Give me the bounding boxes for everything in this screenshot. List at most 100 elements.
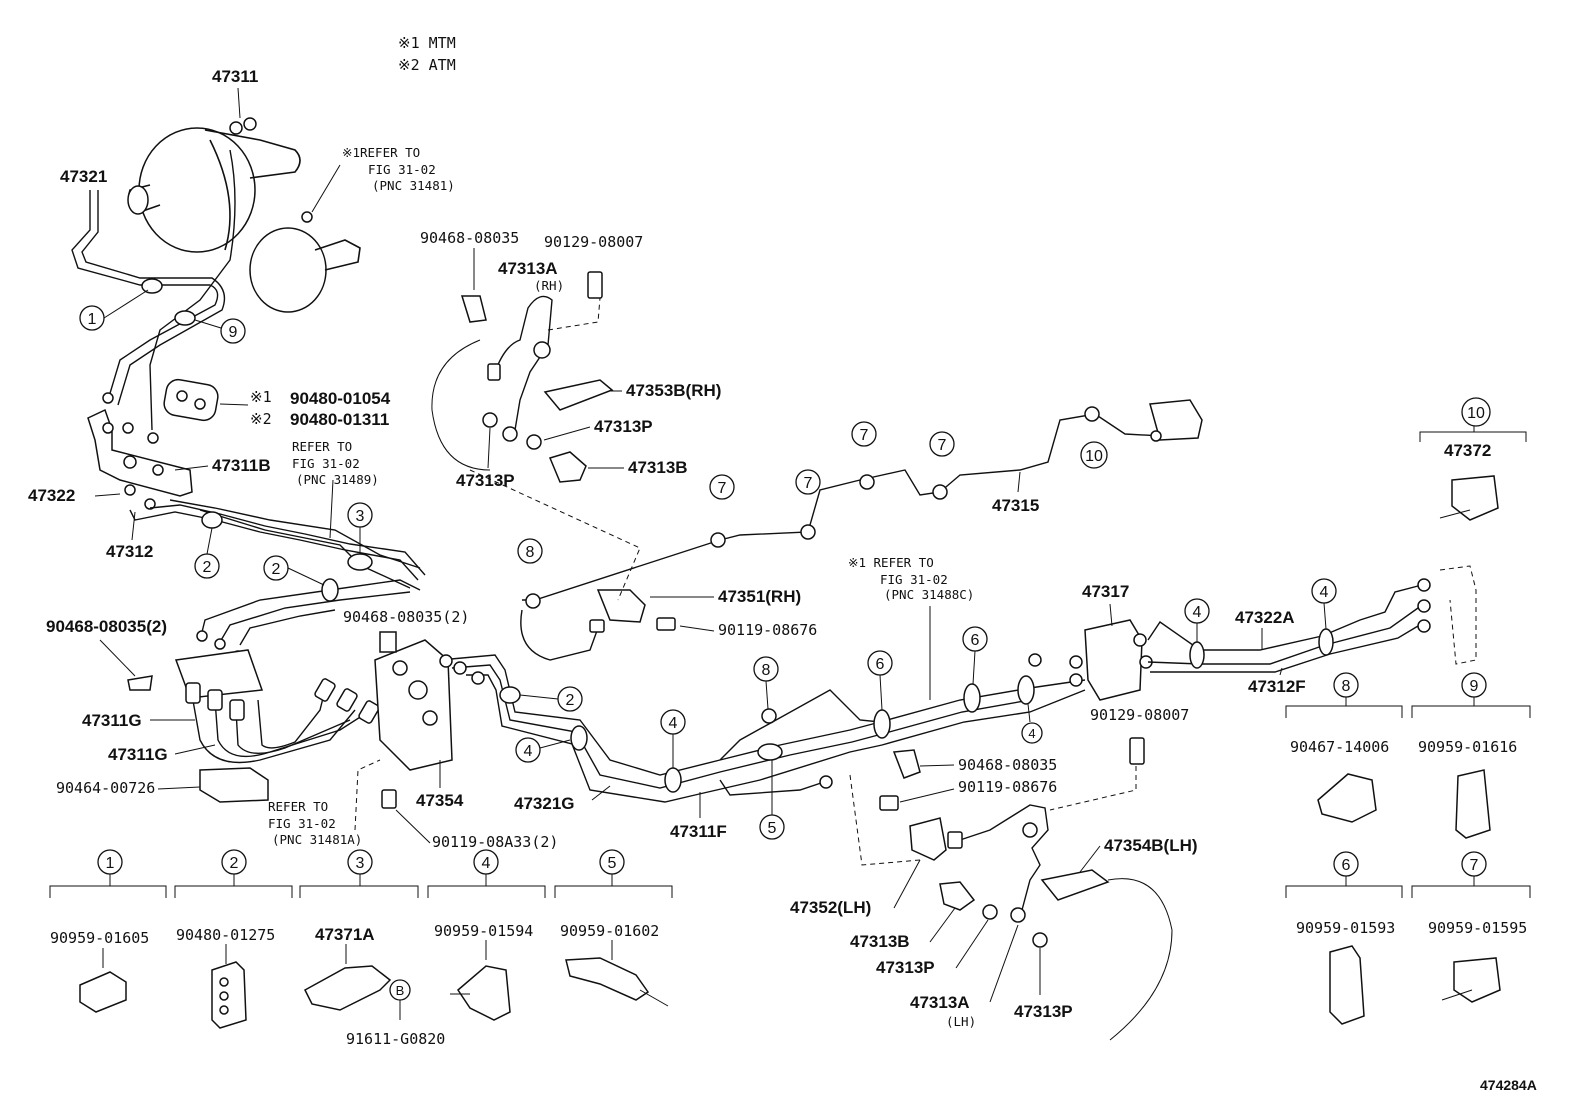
nut-b bbox=[214, 638, 226, 650]
label-90480-01054: 90480-01054 bbox=[290, 389, 391, 408]
legend-part-7: 90959-01595 bbox=[1428, 919, 1527, 937]
label-47313P-rh-lower: 47313P bbox=[456, 471, 515, 490]
leader-47313P-lh-left bbox=[955, 919, 989, 969]
ref3-line1: ※1 REFER TO bbox=[848, 555, 934, 570]
star2: ※2 bbox=[250, 410, 272, 428]
ref4-line1: REFER TO bbox=[268, 799, 328, 814]
rotor-outline-lh bbox=[1107, 878, 1173, 1041]
clamp-90464 bbox=[199, 767, 269, 803]
bolt-90129-lower bbox=[1129, 737, 1145, 765]
leader-47312F bbox=[1279, 667, 1283, 676]
callout-2-a-text: 2 bbox=[203, 559, 212, 576]
clip-90468-right bbox=[379, 631, 397, 653]
leader-callout-6-b bbox=[972, 650, 976, 685]
legend-callout-4 bbox=[473, 849, 499, 875]
legend-callout-7-text: 7 bbox=[1470, 857, 1479, 874]
leader-90468-left bbox=[99, 639, 136, 677]
bolt-90119-08A33 bbox=[381, 789, 397, 809]
clip-90959-01595-drawing bbox=[1453, 957, 1501, 1003]
tube-47312 bbox=[129, 509, 419, 581]
clamp-2-b bbox=[321, 578, 339, 602]
leader-callout-2-a bbox=[206, 527, 213, 555]
leader-callout-4-a bbox=[539, 739, 571, 749]
callout-9-text: 9 bbox=[229, 324, 238, 341]
label-47311G-lower: 47311G bbox=[108, 745, 168, 764]
bracket-hole-3 bbox=[422, 710, 438, 726]
banjo-lh bbox=[1022, 822, 1038, 838]
legend-callout-3-text: 3 bbox=[356, 855, 365, 872]
label-47313P-lh-right: 47313P bbox=[1014, 1002, 1073, 1021]
rear-fitting-nut bbox=[1150, 430, 1162, 442]
callout-4-c bbox=[1021, 722, 1043, 744]
rear-nut-1 bbox=[1417, 578, 1431, 592]
clamp-8-b bbox=[761, 708, 777, 724]
banjo-rh bbox=[533, 341, 551, 359]
label-90480-01311: 90480-01311 bbox=[290, 410, 389, 429]
leader-47313B-lh bbox=[929, 907, 956, 943]
callout-5-a-text: 5 bbox=[768, 820, 777, 837]
leader-90468-lower bbox=[919, 764, 955, 767]
washer-rh-1 bbox=[482, 412, 498, 428]
tube-to-combo bbox=[149, 149, 236, 431]
label-90129-08007-lower: 90129-08007 bbox=[1090, 706, 1189, 724]
ref1-line1: ※1REFER TO bbox=[342, 145, 420, 160]
bracket-47354B bbox=[1040, 869, 1110, 901]
bracket-hole-1 bbox=[392, 660, 408, 676]
callout-8-a bbox=[517, 538, 543, 564]
leader-47313P-upper bbox=[543, 426, 591, 441]
hose-fitting-lh bbox=[947, 831, 963, 849]
label-90129-08007-top: 90129-08007 bbox=[544, 233, 643, 251]
clip-90468-top bbox=[460, 295, 487, 323]
label-47352-lh: 47352(LH) bbox=[790, 898, 871, 917]
label-47353B-rh: 47353B(RH) bbox=[626, 381, 721, 400]
callout-4-b-text: 4 bbox=[669, 715, 678, 732]
callout-7-d-text: 7 bbox=[938, 437, 947, 454]
label-47313P-upper: 47313P bbox=[594, 417, 653, 436]
callout-8-a-text: 8 bbox=[526, 544, 535, 561]
label-90119-08A33: 90119-08A33(2) bbox=[432, 833, 558, 851]
label-47311B: 47311B bbox=[212, 456, 271, 475]
label-90464-00726: 90464-00726 bbox=[56, 779, 155, 797]
legend-callout-1-text: 1 bbox=[106, 855, 115, 872]
clamp-7-a bbox=[710, 532, 726, 548]
leader-47313P-rh-lower bbox=[487, 427, 491, 469]
legend-callout-10-text: 10 bbox=[1467, 405, 1485, 422]
legend-part-1: 90959-01605 bbox=[50, 929, 149, 947]
callout-10-a bbox=[1080, 441, 1108, 469]
bolt-90129-top bbox=[587, 271, 603, 299]
washer-lh-1 bbox=[1010, 907, 1026, 923]
label-lh: (LH) bbox=[946, 1014, 976, 1029]
legend-callout-7 bbox=[1461, 851, 1487, 877]
callout-2-c-text: 2 bbox=[566, 692, 575, 709]
leader-47317 bbox=[1109, 603, 1113, 627]
label-47311F: 47311F bbox=[670, 822, 727, 841]
clamp-5-a bbox=[757, 743, 783, 761]
leader-47352 bbox=[893, 859, 921, 909]
ref4-line2: FIG 31-02 bbox=[268, 816, 336, 831]
legend-part-3: 47371A bbox=[315, 925, 375, 944]
callout-9-main bbox=[220, 318, 246, 344]
leader-47313A-lh bbox=[989, 924, 1019, 1003]
leader-47354B bbox=[1079, 845, 1101, 873]
bolt-90119-08676-a bbox=[656, 617, 676, 631]
leader-callout-9 bbox=[194, 319, 222, 329]
legend-callout-8-text: 8 bbox=[1342, 678, 1351, 695]
bracket-47352 bbox=[909, 817, 947, 861]
legend-callout-2 bbox=[221, 849, 247, 875]
callout-7-d bbox=[929, 431, 955, 457]
tube-47312-b bbox=[149, 504, 426, 576]
callout-6-a-text: 6 bbox=[876, 656, 885, 673]
label-47322: 47322 bbox=[28, 486, 75, 505]
ref4-dash bbox=[354, 759, 381, 831]
leader-callout-2-b bbox=[287, 567, 325, 586]
legend-callout-4-text: 4 bbox=[482, 855, 491, 872]
hose-47313A-lh bbox=[959, 804, 1049, 911]
clamp-6-a bbox=[873, 709, 891, 739]
label-47321G: 47321G bbox=[514, 794, 575, 813]
label-47312F: 47312F bbox=[1248, 677, 1306, 696]
clamp-7-c bbox=[859, 474, 875, 490]
leader-ref1 bbox=[311, 164, 341, 213]
leader-callout-2-c bbox=[519, 694, 559, 700]
clip-90468-lower bbox=[892, 749, 921, 779]
